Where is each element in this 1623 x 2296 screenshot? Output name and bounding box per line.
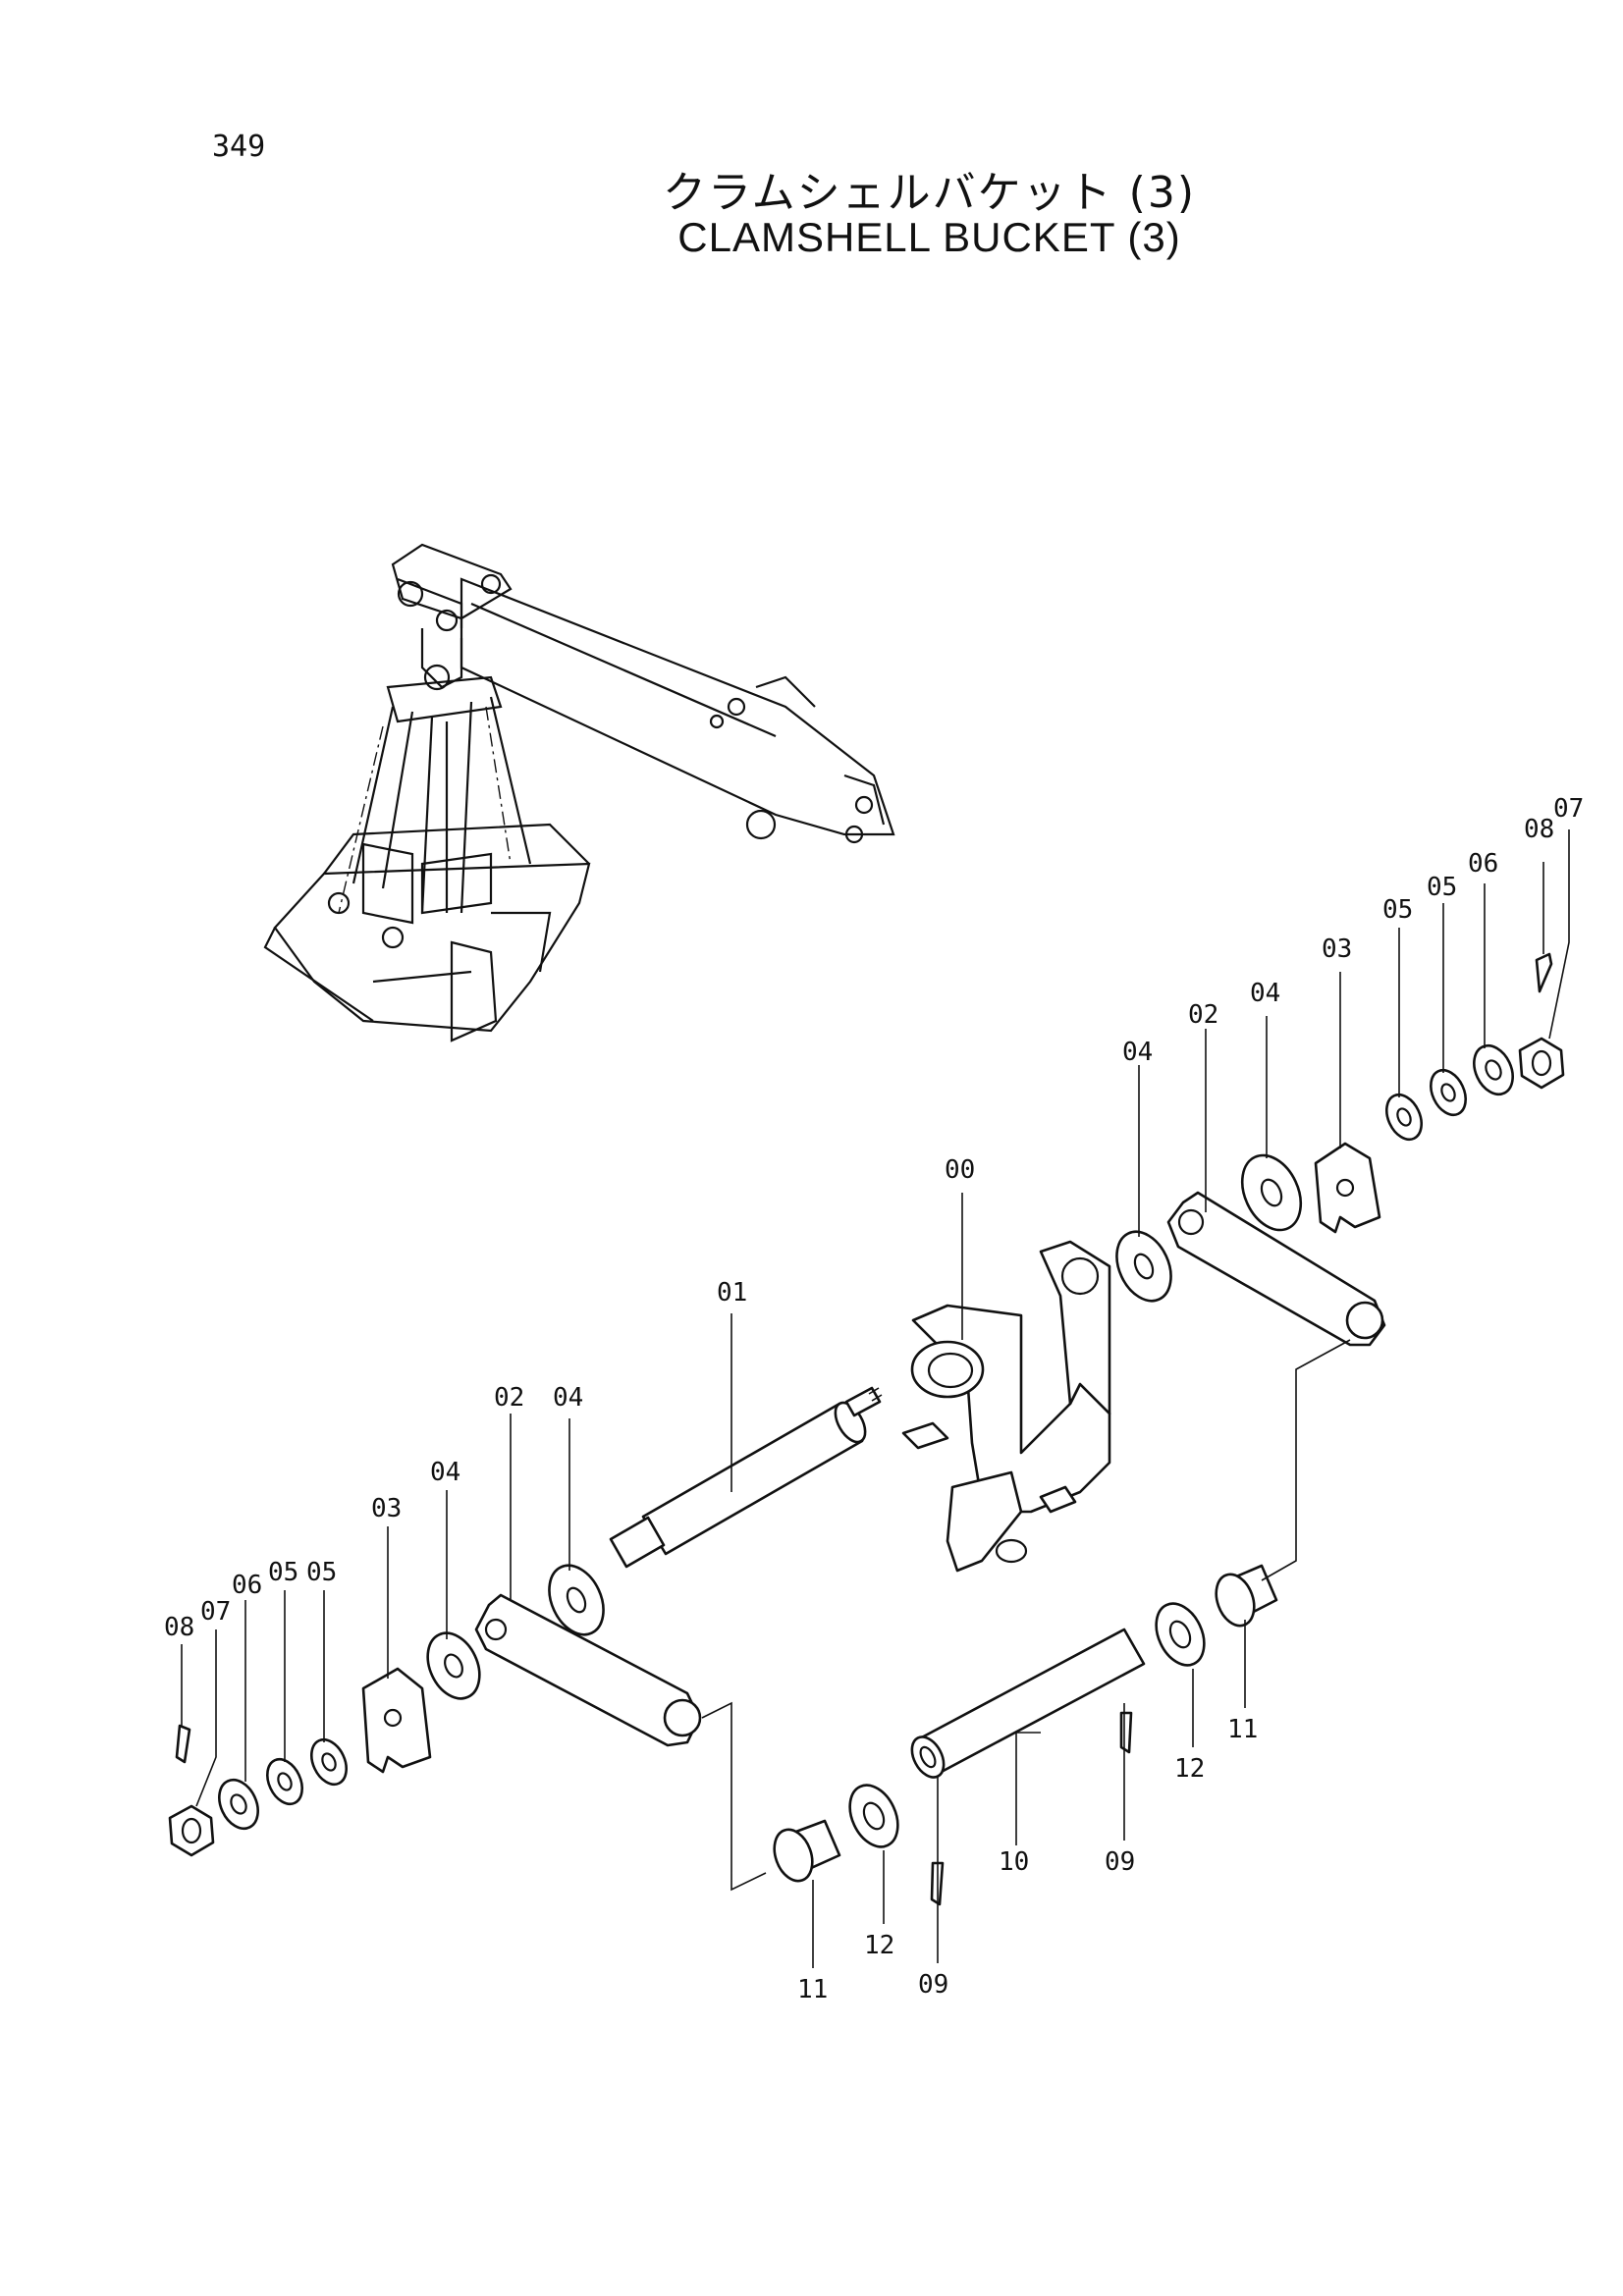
callout-05-b: 05 — [1427, 873, 1457, 902]
part-07-nuts — [168, 1037, 1565, 1857]
callout-08-a: 08 — [1524, 815, 1554, 844]
assembly-lines — [701, 1339, 1351, 1892]
callout-09-b: 09 — [918, 1970, 948, 2000]
part-08-split-pins — [175, 952, 1553, 1764]
part-12-washers — [848, 1602, 1206, 1848]
callout-02-upper: 02 — [1188, 1000, 1218, 1030]
callout-00: 00 — [945, 1155, 975, 1185]
callout-11-a: 11 — [1227, 1715, 1258, 1744]
part-02-link-lower — [474, 1593, 702, 1747]
part-10-pin — [910, 1628, 1146, 1779]
callout-07-b: 07 — [200, 1597, 231, 1627]
callout-labels: 00 01 02 02 03 03 04 04 04 04 05 05 05 0… — [164, 794, 1584, 2004]
part-00-bracket — [901, 1240, 1111, 1573]
callout-08-b: 08 — [164, 1613, 194, 1642]
callout-03-upper: 03 — [1322, 934, 1352, 964]
part-01-pin — [609, 1386, 883, 1569]
part-02-link-upper — [1166, 1191, 1386, 1347]
callout-11-b: 11 — [797, 1975, 828, 2004]
callout-04-b: 04 — [1250, 979, 1280, 1008]
page-number: 349 — [212, 130, 266, 164]
clamshell-overview-illustration — [263, 543, 895, 1042]
callout-05-c: 05 — [306, 1558, 337, 1587]
callout-06-a: 06 — [1468, 849, 1498, 879]
title-japanese: クラムシェルバケット (3) — [663, 168, 1196, 218]
callout-05-d: 05 — [268, 1558, 298, 1587]
leader-lines — [181, 829, 1570, 1968]
part-04-washers — [426, 1153, 1303, 1700]
callout-12-a: 12 — [1174, 1754, 1205, 1784]
callout-04-a: 04 — [1122, 1038, 1153, 1067]
part-03-plate-upper — [1314, 1142, 1381, 1234]
callout-09-a: 09 — [1105, 1847, 1135, 1877]
callout-02-lower: 02 — [494, 1383, 524, 1413]
title-english: CLAMSHELL BUCKET (3) — [677, 214, 1181, 260]
part-03-plate-lower — [361, 1667, 432, 1774]
callout-07-a: 07 — [1553, 794, 1584, 824]
callout-12-b: 12 — [864, 1931, 894, 1960]
callout-03-lower: 03 — [371, 1494, 402, 1523]
callout-10: 10 — [999, 1847, 1029, 1877]
callout-04-c: 04 — [553, 1383, 583, 1413]
callout-01: 01 — [717, 1278, 747, 1308]
part-05-06-washers — [218, 1043, 1514, 1831]
callout-04-d: 04 — [430, 1458, 460, 1487]
callout-06-b: 06 — [232, 1571, 262, 1600]
callout-05-a: 05 — [1382, 895, 1413, 925]
